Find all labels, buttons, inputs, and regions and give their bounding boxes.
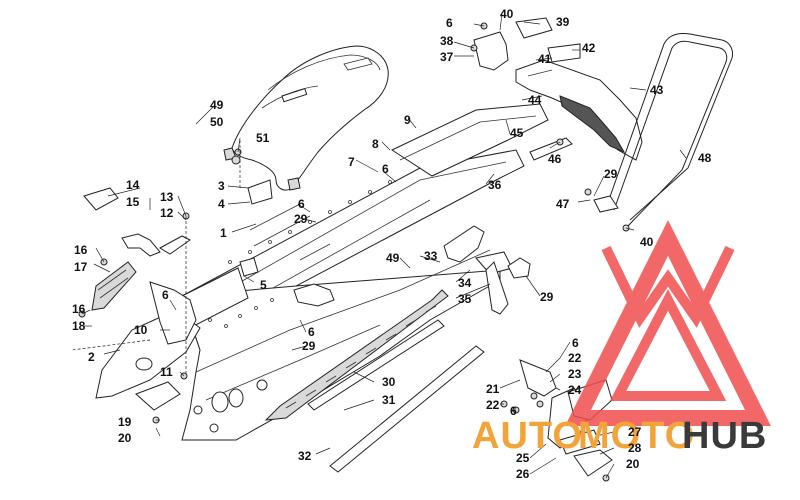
callout-9: 9 <box>404 113 411 127</box>
callout-26: 26 <box>516 467 530 481</box>
callout-19: 19 <box>118 415 132 429</box>
callout-6-light: 6 <box>510 404 517 418</box>
callout-48: 48 <box>698 151 712 165</box>
callout-34: 34 <box>458 276 472 290</box>
callout-16-upper: 16 <box>74 243 88 257</box>
seat <box>223 45 389 191</box>
callout-41: 41 <box>538 52 552 66</box>
tunnel-chassis <box>181 103 549 441</box>
callout-22-lower: 22 <box>486 398 500 412</box>
callout-38: 38 <box>440 34 454 48</box>
callout-46: 46 <box>548 152 562 166</box>
watermark-text-moto: MOTO <box>578 415 695 457</box>
callout-6-left: 6 <box>162 288 169 302</box>
callout-29-lower: 29 <box>302 339 316 353</box>
callout-51: 51 <box>256 131 270 145</box>
callout-3: 3 <box>218 179 225 193</box>
callout-14: 14 <box>126 178 140 192</box>
callout-21: 21 <box>486 382 500 396</box>
logo-triangle-inner <box>609 289 727 401</box>
callout-27: 27 <box>628 425 642 439</box>
callout-6-top: 6 <box>446 16 453 30</box>
callout-5: 5 <box>260 278 267 292</box>
callout-6-lower: 6 <box>308 325 315 339</box>
callout-31: 31 <box>382 393 396 407</box>
callout-4: 4 <box>218 197 225 211</box>
callout-33: 33 <box>424 249 438 263</box>
callout-25: 25 <box>516 451 530 465</box>
callout-29-mid: 29 <box>294 212 308 226</box>
callout-10: 10 <box>134 323 148 337</box>
callout-labels: 1 2 3 4 5 6 6 6 6 6 6 6 7 8 9 10 11 12 1… <box>72 7 712 481</box>
rear-bumper-loop <box>605 33 733 229</box>
callout-47: 47 <box>556 197 570 211</box>
callout-23: 23 <box>568 367 582 381</box>
watermark-text-auto: AUTO <box>472 415 583 457</box>
callout-15: 15 <box>126 195 140 209</box>
callout-40-top: 40 <box>500 7 514 21</box>
callout-42: 42 <box>582 41 596 55</box>
callout-6-mid: 6 <box>298 197 305 211</box>
front-left-brackets <box>83 179 273 411</box>
callout-39: 39 <box>556 15 570 29</box>
callout-29-right: 29 <box>540 290 554 304</box>
callout-1: 1 <box>220 226 227 240</box>
callout-45: 45 <box>510 126 524 140</box>
callout-7: 7 <box>348 155 355 169</box>
callout-22-upper: 22 <box>568 351 582 365</box>
callout-49-center: 49 <box>386 251 400 265</box>
callout-17: 17 <box>74 260 88 274</box>
leader-lines <box>71 13 687 479</box>
callout-16-lower: 16 <box>72 302 86 316</box>
callout-37: 37 <box>440 50 454 64</box>
callout-44: 44 <box>528 93 542 107</box>
callout-6-right: 6 <box>572 336 579 350</box>
callout-30: 30 <box>382 375 396 389</box>
callout-6-center: 6 <box>382 162 389 176</box>
callout-13: 13 <box>160 190 174 204</box>
callout-28: 28 <box>628 441 642 455</box>
watermark-logo <box>565 220 771 426</box>
logo-triangle-outer <box>565 220 771 426</box>
callout-20-left: 20 <box>118 431 132 445</box>
callout-11: 11 <box>160 365 173 379</box>
callout-32: 32 <box>298 449 312 463</box>
callout-29-upper-right: 29 <box>604 167 618 181</box>
callout-43: 43 <box>650 83 664 97</box>
callout-2: 2 <box>88 350 95 364</box>
callout-35: 35 <box>458 292 472 306</box>
callout-12: 12 <box>160 206 174 220</box>
callout-24: 24 <box>568 383 582 397</box>
callout-40-right: 40 <box>640 235 654 249</box>
snowflap <box>515 59 643 161</box>
callout-49-top: 49 <box>210 98 224 112</box>
logo-mark-m <box>601 245 735 328</box>
watermark-text-hub: HUB <box>682 415 767 457</box>
callout-36: 36 <box>488 178 502 192</box>
callout-8: 8 <box>372 137 379 151</box>
callout-50: 50 <box>210 115 224 129</box>
callout-20-right: 20 <box>626 457 640 471</box>
bumper-rail <box>307 225 513 473</box>
callout-18: 18 <box>72 319 86 333</box>
misc-parts <box>239 17 619 477</box>
